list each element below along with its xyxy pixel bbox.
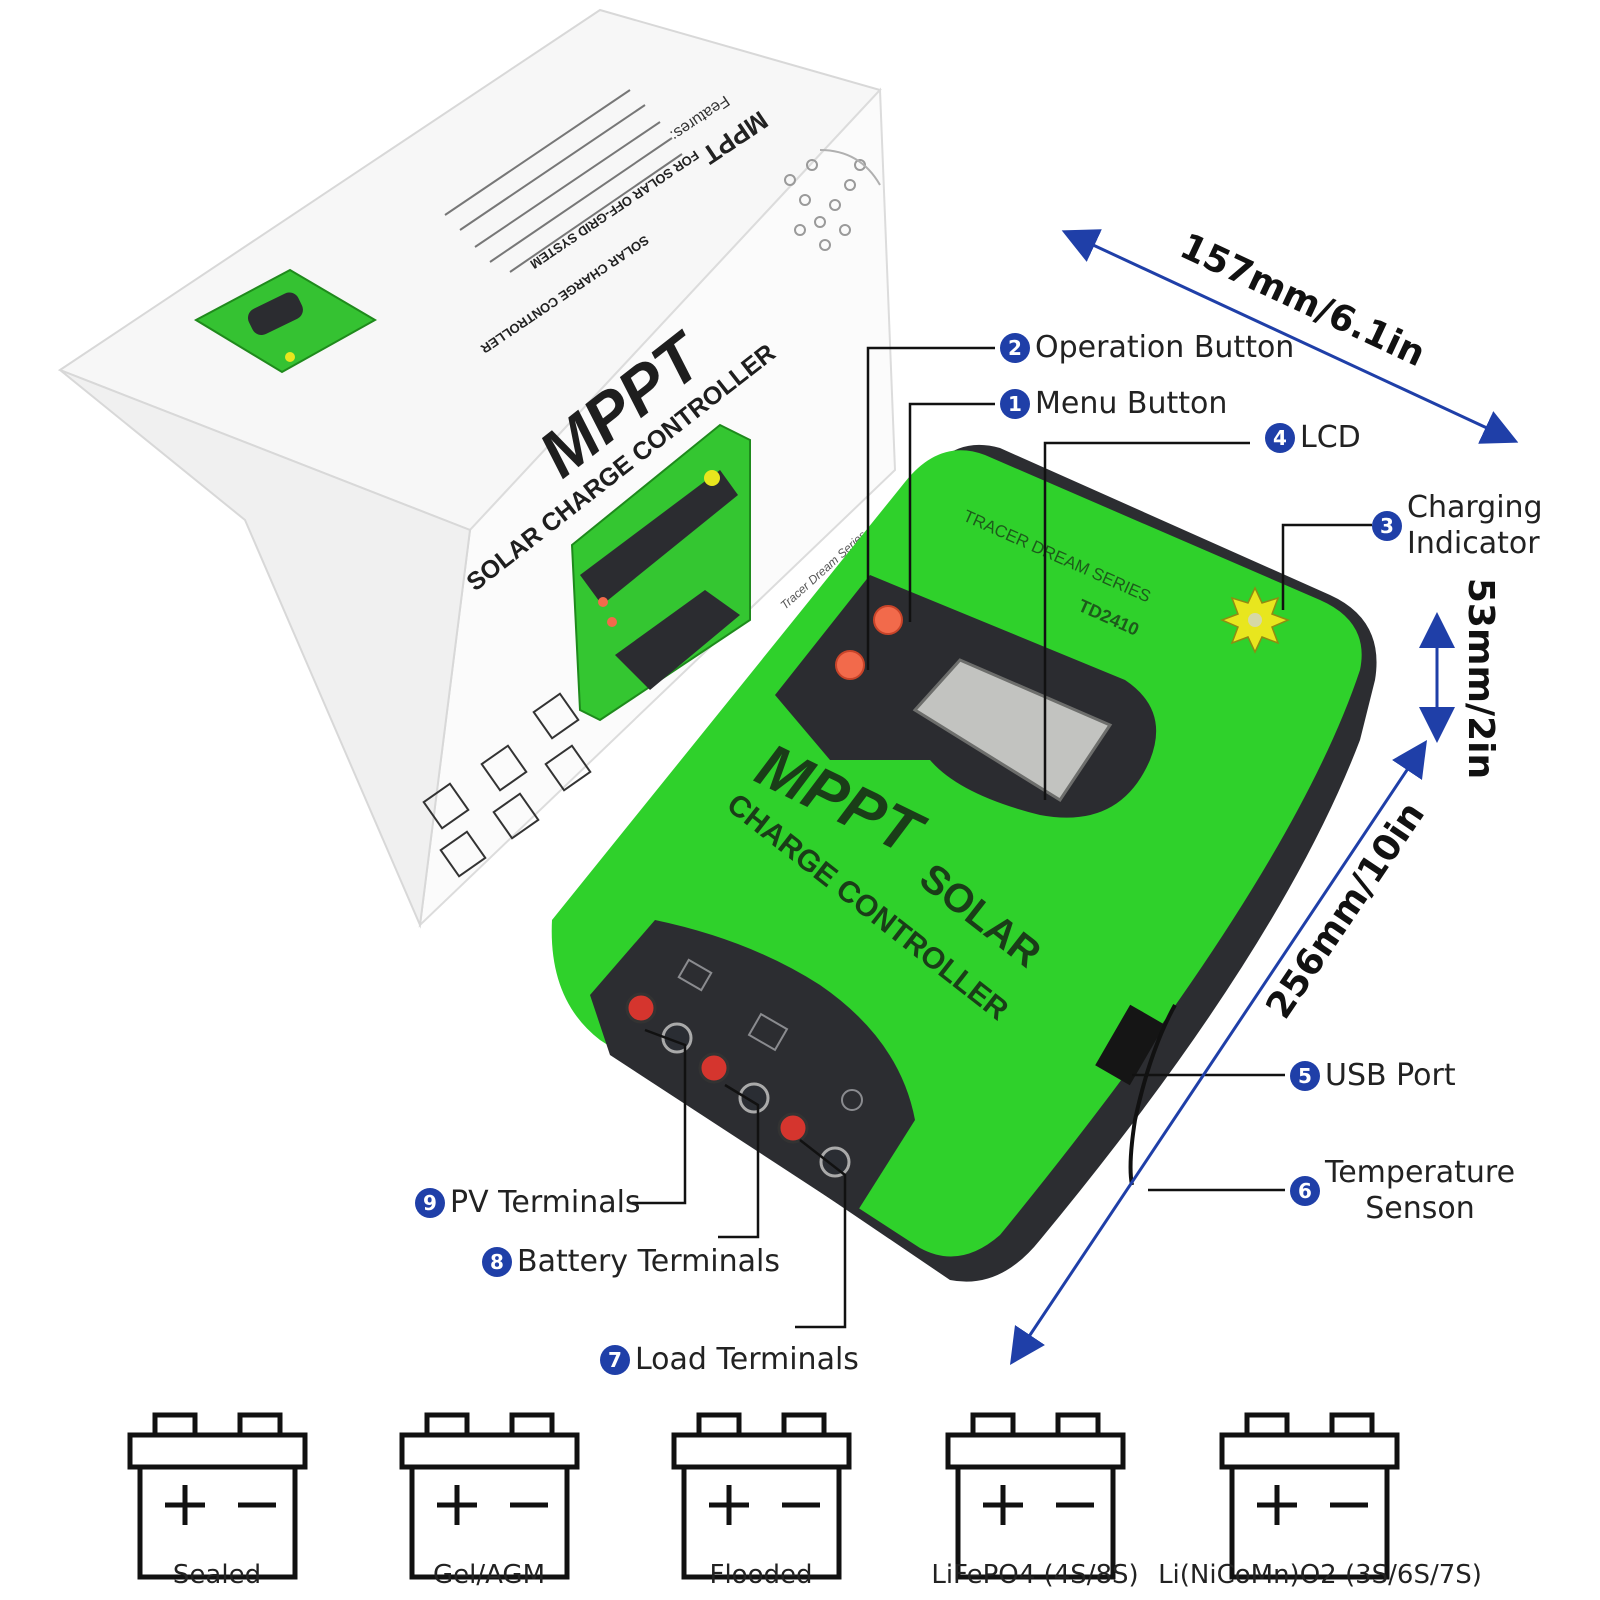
callout-load-terminals: 7 Load Terminals [600,1342,859,1377]
battery-icon-sealed [127,1412,308,1580]
callout-temperature-sensor: 6 Temperature Senson [1290,1155,1515,1227]
operation-button[interactable] [873,605,903,635]
dimension-arrows [1010,229,1519,1365]
retail-box: MPPT FOR SOLAR OFF-GRID SYSTEM SOLAR CHA… [57,8,897,929]
callout-label-line2: Indicator [1407,526,1540,561]
terminal-block [590,920,915,1215]
battery-icon-lifepo4 [945,1412,1126,1580]
battery-icon-flooded [671,1412,852,1580]
battery-type-label: Li(NiCoMn)O2 (3S/6S/7S) [1158,1560,1482,1590]
callout-charging-indicator: 3 Charging Indicator [1372,490,1543,562]
box-feature-lines [444,89,683,273]
callout-menu-button: 1 Menu Button [1000,386,1227,421]
box-top-thumbnail [193,268,378,374]
callout-label: Menu Button [1035,386,1228,421]
callout-label: Load Terminals [635,1342,859,1377]
callout-number: 3 [1372,511,1402,541]
load-positive-terminal [777,1112,809,1144]
sun-dots-graphic [784,149,881,251]
callout-operation-button: 2 Operation Button [1000,330,1294,365]
dimension-height-label: 53mm/2in [1460,577,1502,780]
callout-label: USB Port [1325,1058,1456,1093]
battery-icon-gel-agm [399,1412,580,1580]
callout-number: 8 [482,1246,512,1277]
battery-positive-terminal [698,1052,730,1084]
charging-indicator-icon [1220,586,1290,654]
callout-label: PV Terminals [450,1185,641,1220]
box-product-image [570,423,751,722]
callout-number: 2 [1000,332,1030,363]
callout-label-line1: Temperature [1325,1155,1516,1190]
battery-type-label: LiFePO4 (4S/8S) [931,1560,1139,1590]
callout-label-line1: Charging [1407,490,1543,525]
battery-icons [127,1412,1400,1580]
callout-number: 6 [1290,1176,1320,1206]
callout-label: Battery Terminals [517,1244,780,1279]
battery-type-label: Sealed [172,1560,262,1590]
battery-icon-lithium-nmc [1219,1412,1400,1580]
callout-pv-terminals: 9 PV Terminals [415,1185,641,1220]
callout-number: 1 [1000,388,1030,419]
battery-type-label: Gel/AGM [432,1560,546,1590]
menu-button[interactable] [835,650,865,680]
callout-number: 9 [415,1187,445,1218]
pv-positive-terminal [625,992,657,1024]
callout-battery-terminals: 8 Battery Terminals [482,1244,780,1279]
callout-number: 5 [1290,1060,1320,1091]
battery-negative-terminal [738,1082,770,1114]
callout-label: LCD [1300,420,1361,455]
callout-number: 4 [1265,422,1295,453]
load-negative-terminal [819,1146,851,1178]
callout-number: 7 [600,1344,630,1375]
box-cert-icons [422,692,592,878]
terminal-panel-icons [677,958,863,1111]
callout-label: Operation Button [1035,330,1295,365]
callout-label-line2: Senson [1365,1191,1475,1226]
battery-type-label: Flooded [709,1560,813,1590]
callout-lcd: 4 LCD [1265,420,1361,455]
callout-usb-port: 5 USB Port [1290,1058,1456,1093]
